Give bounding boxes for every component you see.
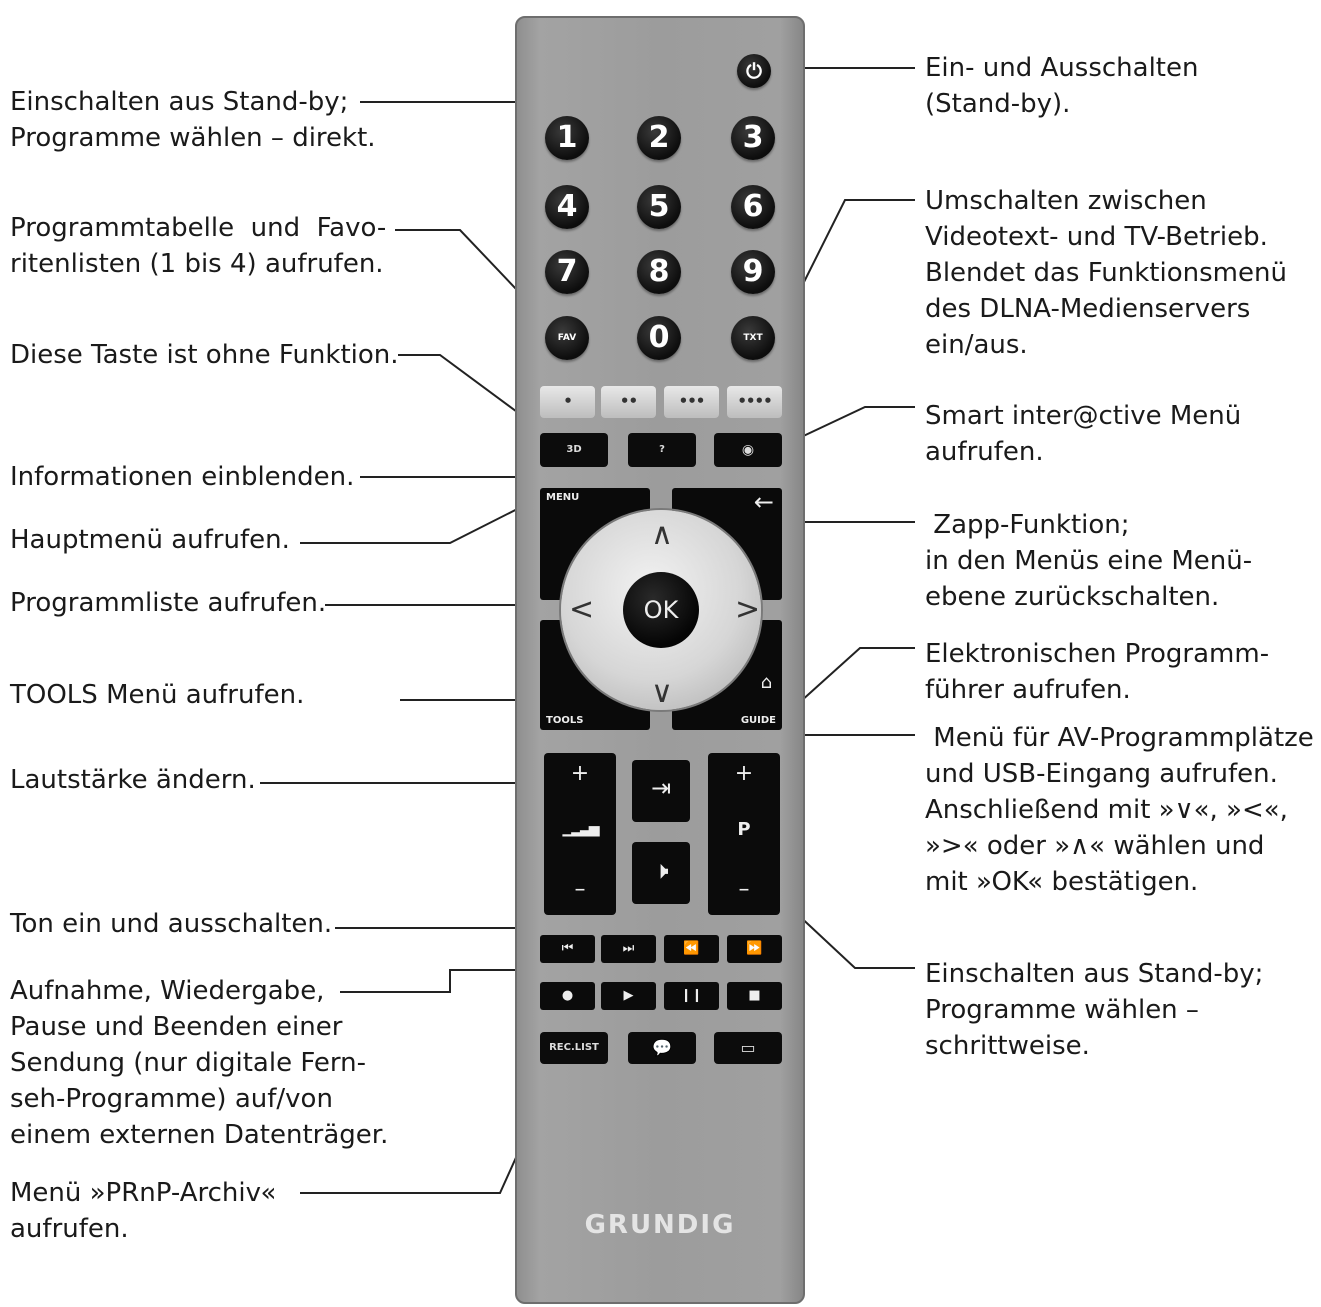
label-guide: Elektronischen Programm- führer aufrufen… (925, 639, 1270, 705)
rewind-icon: ⏪ (683, 941, 700, 956)
program-minus: – (738, 877, 750, 902)
digit-2-button[interactable]: 2 (637, 116, 681, 160)
leader-guide (779, 647, 915, 721)
digit-6-button[interactable]: 6 (731, 185, 775, 229)
label-smart: Smart inter@ctive Menü aufrufen. (925, 401, 1242, 467)
red-key[interactable]: • (540, 386, 595, 418)
digit-4-button[interactable]: 4 (545, 185, 589, 229)
digit-7-button[interactable]: 7 (545, 250, 589, 294)
label-fav: Programmtabelle und Favo- ritenlisten (1… (10, 213, 387, 279)
volume-rocker[interactable]: + ▁▂▃▅ – (544, 753, 616, 915)
label-3d: Diese Taste ist ohne Funktion. (10, 340, 399, 370)
power-icon: ⏻ (746, 59, 762, 83)
tools-label: TOOLS (546, 715, 584, 726)
leader-prog (779, 897, 915, 969)
leader-menu (300, 494, 546, 544)
power-button[interactable]: ⏻ (737, 54, 771, 88)
label-prog: Einschalten aus Stand-by; Programme wähl… (925, 959, 1264, 1061)
skip-back-button[interactable]: ⏮ (540, 935, 595, 963)
chat-button[interactable]: 💬 (628, 1032, 696, 1064)
volume-bars-icon: ▁▂▃▅ (562, 821, 599, 837)
play-icon: ▶ (623, 988, 634, 1003)
3d-button[interactable]: 3D (540, 433, 608, 467)
label-volume: Lautstärke ändern. (10, 765, 256, 795)
back-arrow-icon: ← (753, 488, 774, 516)
label-back: Zapp-Funktion; in den Menüs eine Menü- e… (925, 510, 1253, 612)
remote-control: ⏻ 1 2 3 4 5 6 7 8 9 FAV 0 TXT • •• ••• •… (515, 16, 805, 1304)
rewind-button[interactable]: ⏪ (664, 935, 719, 963)
down-arrow-icon[interactable]: ∨ (651, 675, 673, 710)
volume-plus: + (570, 761, 590, 786)
digit-8-button[interactable]: 8 (637, 250, 681, 294)
label-mute: Ton ein und ausschalten. (10, 909, 333, 939)
label-digits: Einschalten aus Stand-by; Programme wähl… (10, 87, 376, 153)
smart-button[interactable]: ◉ (714, 433, 782, 467)
record-button[interactable]: ● (540, 982, 595, 1010)
digit-5-button[interactable]: 5 (637, 185, 681, 229)
green-key[interactable]: •• (601, 386, 656, 418)
subtitle-icon: ▭ (740, 1038, 756, 1057)
menu-label: MENU (546, 492, 580, 503)
program-p-label: P (737, 819, 751, 840)
skip-forward-icon: ⏭ (622, 941, 635, 956)
left-arrow-icon[interactable]: < (569, 592, 595, 627)
fast-forward-button[interactable]: ⏩ (727, 935, 782, 963)
info-button[interactable]: ? (628, 433, 696, 467)
program-rocker[interactable]: + P – (708, 753, 780, 915)
program-plus: + (734, 761, 754, 786)
label-power: Ein- und Ausschalten (Stand-by). (925, 53, 1199, 119)
label-menu: Hauptmenü aufrufen. (10, 525, 290, 555)
label-tools: TOOLS Menü aufrufen. (10, 680, 305, 710)
label-ok: Programmliste aufrufen. (10, 588, 327, 618)
skip-forward-button[interactable]: ⏭ (601, 935, 656, 963)
home-icon: ⌂ (760, 672, 772, 693)
stop-icon: ■ (748, 988, 761, 1003)
skip-back-icon: ⏮ (561, 941, 574, 956)
brand-logo: GRUNDIG (584, 1210, 736, 1240)
reclist-button[interactable]: REC.LIST (540, 1032, 608, 1064)
pause-icon: ❙❙ (680, 988, 703, 1003)
yellow-key[interactable]: ••• (664, 386, 719, 418)
digit-1-button[interactable]: 1 (545, 116, 589, 160)
play-button[interactable]: ▶ (601, 982, 656, 1010)
label-txt: Umschalten zwischen Videotext- und TV-Be… (925, 186, 1287, 360)
ok-button[interactable]: OK (623, 572, 699, 648)
pause-button[interactable]: ❙❙ (664, 982, 719, 1010)
digit-3-button[interactable]: 3 (731, 116, 775, 160)
stop-button[interactable]: ■ (727, 982, 782, 1010)
leader-smart (779, 406, 915, 448)
right-arrow-icon[interactable]: > (735, 592, 761, 627)
record-icon: ● (561, 988, 574, 1003)
fast-forward-icon: ⏩ (746, 941, 763, 956)
blue-key[interactable]: •••• (727, 386, 782, 418)
label-transport: Aufnahme, Wiedergabe, Pause und Beenden … (10, 976, 389, 1150)
mute-button[interactable]: 🕨 (632, 842, 690, 904)
subtitle-button[interactable]: ▭ (714, 1032, 782, 1064)
digit-9-button[interactable]: 9 (731, 250, 775, 294)
fav-button[interactable]: FAV (545, 316, 589, 360)
txt-button[interactable]: TXT (731, 316, 775, 360)
digit-0-button[interactable]: 0 (637, 316, 681, 360)
up-arrow-icon[interactable]: ∧ (651, 517, 673, 552)
label-reclist: Menü »PRnP-Archiv« aufrufen. (10, 1178, 277, 1244)
source-input-icon: ⇥ (650, 774, 672, 802)
source-button[interactable]: ⇥ (632, 760, 690, 822)
volume-minus: – (574, 877, 586, 902)
label-source: Menü für AV-Programmplätze und USB-Einga… (925, 723, 1314, 897)
chat-icon: 💬 (652, 1038, 672, 1057)
mute-icon: 🕨 (653, 856, 669, 884)
globe-icon: ◉ (741, 442, 755, 458)
label-info: Informationen einblenden. (10, 462, 355, 492)
guide-label: GUIDE (740, 715, 776, 726)
